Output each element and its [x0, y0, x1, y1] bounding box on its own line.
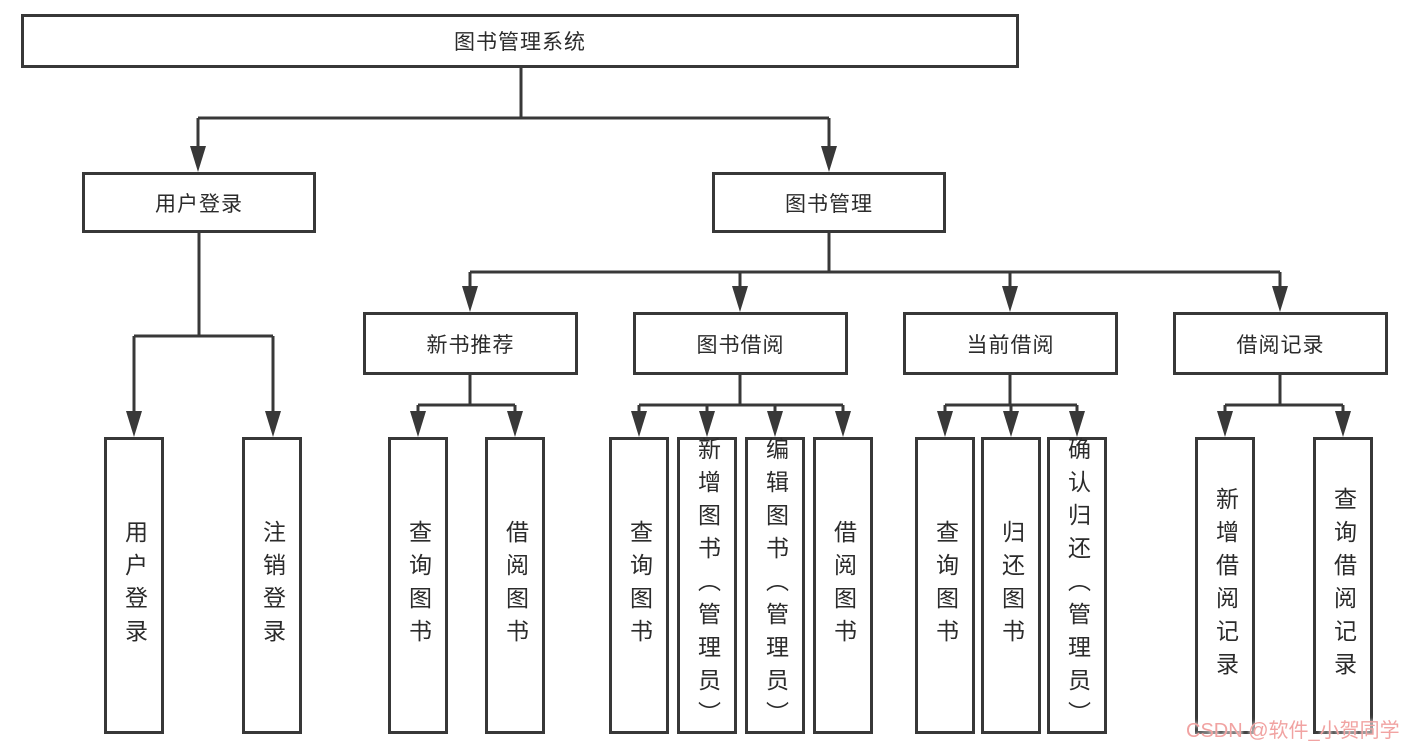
node-new-book-recommend: 新书推荐	[363, 312, 578, 375]
node-leaf-edit-book-admin: 编辑图书（管理员）	[745, 437, 805, 734]
node-leaf-query-borrow-record: 查询借阅记录	[1313, 437, 1373, 734]
node-leaf-borrow-books: 借阅图书	[813, 437, 873, 734]
node-user-login: 用户登录	[82, 172, 316, 233]
node-leaf-add-borrow-record: 新增借阅记录	[1195, 437, 1255, 734]
node-book-management: 图书管理	[712, 172, 946, 233]
node-borrow-records: 借阅记录	[1173, 312, 1388, 375]
arrowheads	[126, 146, 1351, 437]
node-leaf-query-books-current: 查询图书	[915, 437, 975, 734]
node-leaf-borrow-books-recommend: 借阅图书	[485, 437, 545, 734]
node-leaf-logout: 注销登录	[242, 437, 302, 734]
node-root: 图书管理系统	[21, 14, 1019, 68]
node-book-borrow: 图书借阅	[633, 312, 848, 375]
node-leaf-user-login: 用户登录	[104, 437, 164, 734]
csdn-watermark: CSDN @软件_小贺同学	[1186, 720, 1400, 742]
node-leaf-query-books-borrow: 查询图书	[609, 437, 669, 734]
node-leaf-add-book-admin: 新增图书（管理员）	[677, 437, 737, 734]
node-leaf-confirm-return-admin: 确认归还（管理员）	[1047, 437, 1107, 734]
node-leaf-query-books-recommend: 查询图书	[388, 437, 448, 734]
node-current-borrow: 当前借阅	[903, 312, 1118, 375]
node-leaf-return-book: 归还图书	[981, 437, 1041, 734]
